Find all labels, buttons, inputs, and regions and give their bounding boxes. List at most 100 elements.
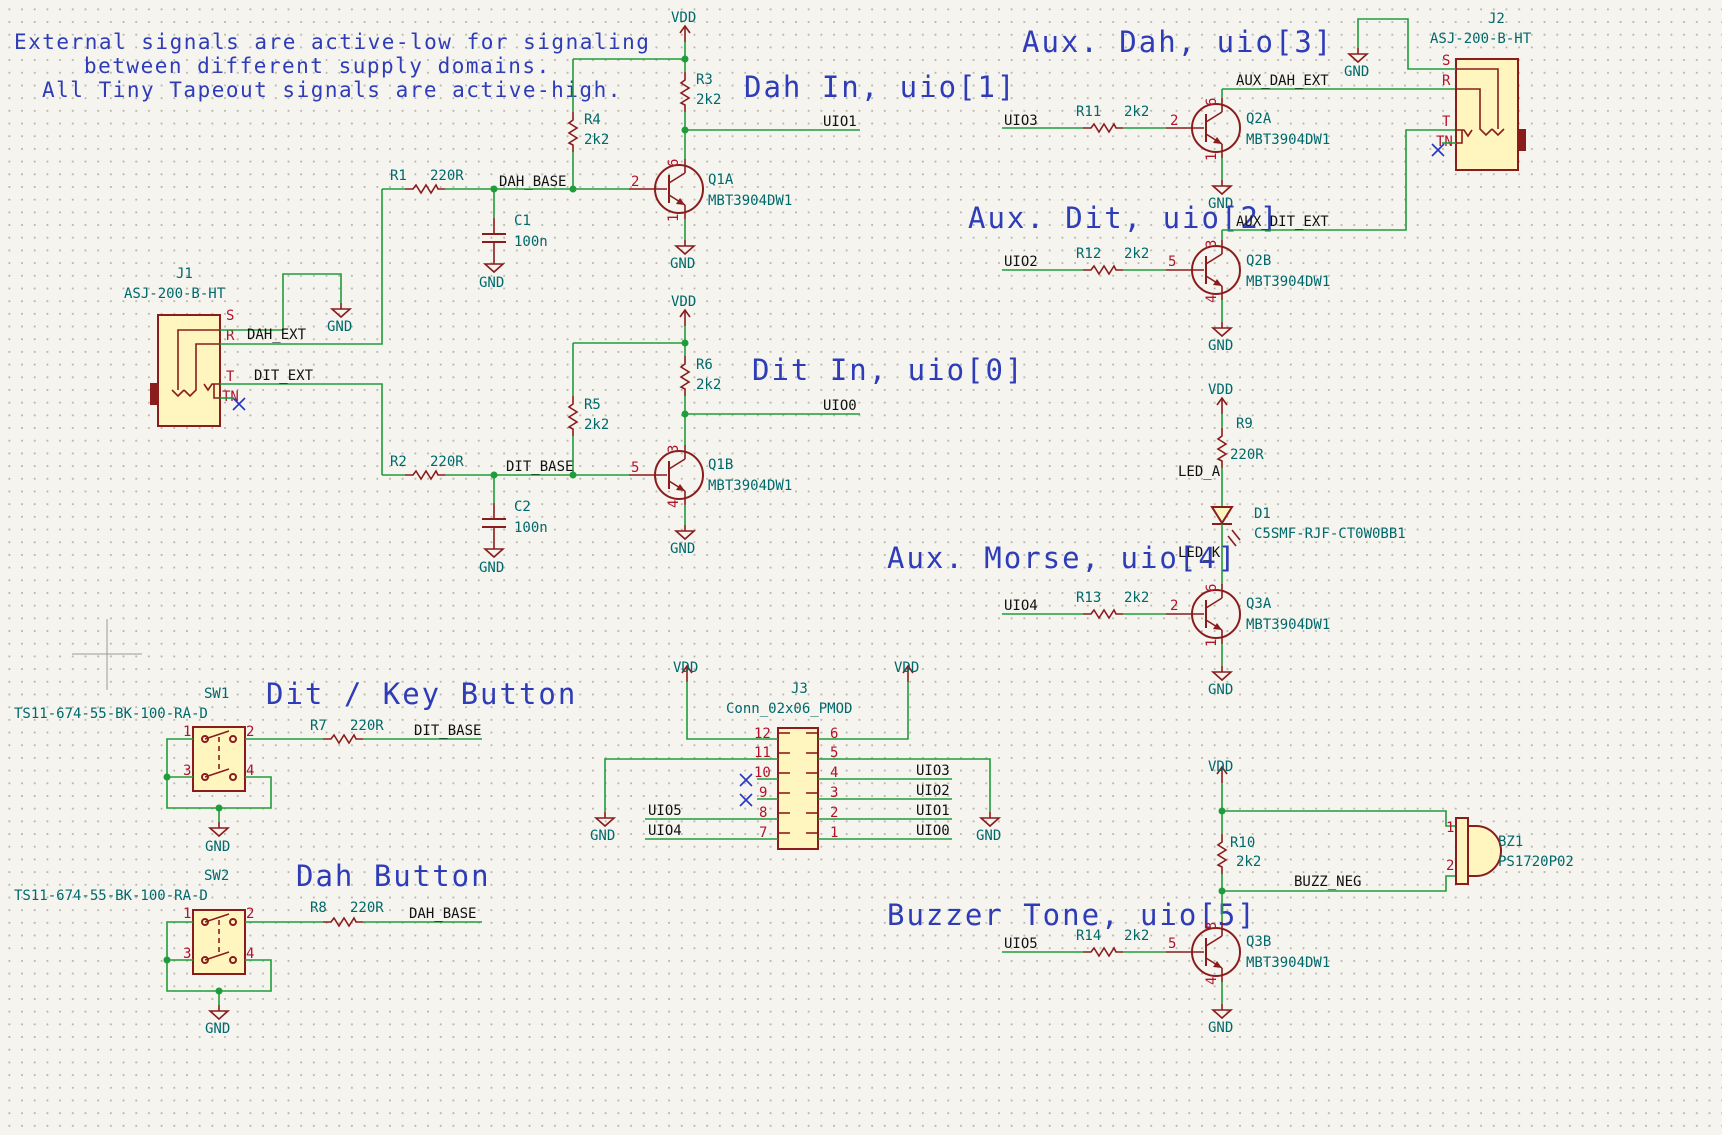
vdd-label: VDD xyxy=(1208,759,1233,775)
vdd-label: VDD xyxy=(894,660,919,676)
q1b-pin-e: 4 xyxy=(666,500,682,508)
label-dah-button: Dah Button xyxy=(296,859,491,893)
j3-pin-8: 8 xyxy=(759,805,767,821)
q1a-pin-c: 6 xyxy=(666,159,682,167)
j1-pin-r: R xyxy=(226,328,235,344)
connector-j3[interactable]: J3 Conn_02x06_PMOD 12 11 10 9 8 7 6 5 4 … xyxy=(726,681,852,850)
capacitor-c2[interactable] xyxy=(481,502,507,544)
gnd-symbol xyxy=(1212,1003,1232,1019)
transistor-q3a[interactable] xyxy=(1165,583,1241,645)
resistor-r12[interactable] xyxy=(1082,265,1124,275)
resistor-r6[interactable] xyxy=(680,355,690,397)
q1b-pin-c: 3 xyxy=(666,445,682,453)
r9-ref: R9 xyxy=(1236,416,1253,432)
j2-ref: J2 xyxy=(1488,11,1505,27)
gnd-symbol xyxy=(484,257,504,273)
resistor-r13[interactable] xyxy=(1082,609,1124,619)
q1a-value: MBT3904DW1 xyxy=(708,193,792,209)
resistor-r4[interactable] xyxy=(568,111,578,153)
sw1-value: TS11-674-55-BK-100-RA-D xyxy=(14,706,208,722)
gnd-symbol xyxy=(1348,47,1368,63)
resistor-r3[interactable] xyxy=(680,71,690,113)
r14-ref: R14 xyxy=(1076,928,1101,944)
buzzer-section: VDD R10 2k2 BUZZ_NEG 1 2 BZ1 PS1720P02 B… xyxy=(887,759,1574,1036)
r13-ref: R13 xyxy=(1076,590,1101,606)
r11-value: 2k2 xyxy=(1124,104,1149,120)
gnd-label: GND xyxy=(327,319,352,335)
vdd-symbol xyxy=(679,25,691,43)
j3-pin-12: 12 xyxy=(754,726,771,742)
j2-pin-s: S xyxy=(1442,53,1450,69)
gnd-label: GND xyxy=(1208,1020,1233,1036)
switch-sw1[interactable]: Dit / Key Button SW1 TS11-674-55-BK-100-… xyxy=(14,677,577,792)
bz1-ref: BZ1 xyxy=(1498,834,1523,850)
net-uio3: UIO3 xyxy=(1004,113,1038,129)
transistor-q1a[interactable] xyxy=(628,158,704,220)
q3a-value: MBT3904DW1 xyxy=(1246,617,1330,633)
switch-sw2[interactable]: Dah Button SW2 TS11-674-55-BK-100-RA-D 1… xyxy=(14,859,491,975)
d1-ref: D1 xyxy=(1254,506,1271,522)
j3-pin-1: 1 xyxy=(830,825,838,841)
note-line-3: All Tiny Tapeout signals are active-high… xyxy=(42,78,622,102)
q1b-pin-b: 5 xyxy=(631,460,639,476)
resistor-r8[interactable] xyxy=(322,917,364,927)
sw2-value: TS11-674-55-BK-100-RA-D xyxy=(14,888,208,904)
sw2-pin-2: 2 xyxy=(246,906,254,922)
sw1-pin-2: 2 xyxy=(246,724,254,740)
capacitor-c1[interactable] xyxy=(481,217,507,259)
gnd-label: GND xyxy=(670,541,695,557)
cursor-crosshair xyxy=(72,619,142,690)
label-dah-in: Dah In, uio[1] xyxy=(744,70,1016,104)
q3a-pin-e: 1 xyxy=(1204,639,1220,647)
sw2-pin-1: 1 xyxy=(183,906,191,922)
j2-pin-r: R xyxy=(1442,73,1451,89)
resistor-r7[interactable] xyxy=(322,734,364,744)
dit-input-section: Dit In, uio[0] VDD R5 2k2 R6 2k2 UIO0 5 … xyxy=(382,294,1022,576)
resistor-r10[interactable] xyxy=(1217,833,1227,875)
net-dah-base: DAH_BASE xyxy=(409,906,476,922)
j2-value: ASJ-200-B-HT xyxy=(1430,31,1532,47)
resistor-r14[interactable] xyxy=(1082,947,1124,957)
transistor-q2b[interactable] xyxy=(1165,239,1241,301)
r5-ref: R5 xyxy=(584,397,601,413)
j2-pin-tn: TN xyxy=(1436,134,1453,150)
j2-wiring: GND xyxy=(1344,18,1456,157)
resistor-r2[interactable] xyxy=(404,470,446,480)
q3b-value: MBT3904DW1 xyxy=(1246,955,1330,971)
gnd-label: GND xyxy=(205,839,230,855)
q3b-pin-e: 4 xyxy=(1204,977,1220,985)
net-buzz-neg: BUZZ_NEG xyxy=(1294,874,1361,890)
vdd-label: VDD xyxy=(1208,382,1233,398)
net-led-a: LED_A xyxy=(1178,464,1221,480)
note-line-1: External signals are active-low for sign… xyxy=(14,30,650,54)
r3-ref: R3 xyxy=(696,72,713,88)
sw1-pin-4: 4 xyxy=(246,763,254,779)
resistor-r5[interactable] xyxy=(568,395,578,437)
j1-pin-t: T xyxy=(226,369,235,385)
resistor-r9[interactable] xyxy=(1217,427,1227,469)
resistor-r11[interactable] xyxy=(1082,123,1124,133)
sw2-wiring: GND R8 220R DAH_BASE xyxy=(163,900,482,1037)
r2-value: 220R xyxy=(430,454,464,470)
no-connect-marker xyxy=(739,773,753,787)
transistor-q1b[interactable] xyxy=(628,444,704,506)
gnd-label: GND xyxy=(479,560,504,576)
jack-j1[interactable]: J1 ASJ-200-B-HT S R T TN xyxy=(124,266,239,427)
r2-ref: R2 xyxy=(390,454,407,470)
gnd-label: GND xyxy=(1208,682,1233,698)
q2b-pin-e: 4 xyxy=(1204,295,1220,303)
buzzer-bz1[interactable] xyxy=(1455,817,1502,885)
q3b-pin-c: 3 xyxy=(1204,922,1220,930)
resistor-r1[interactable] xyxy=(404,184,446,194)
net-uio5: UIO5 xyxy=(648,803,682,819)
jack-j2[interactable]: J2 ASJ-200-B-HT S R T TN xyxy=(1430,11,1532,171)
q3a-ref: Q3A xyxy=(1246,596,1272,612)
j3-pin-10: 10 xyxy=(754,765,771,781)
label-aux-morse: Aux. Morse, uio[4] xyxy=(887,541,1237,575)
gnd-symbol xyxy=(675,524,695,540)
c2-ref: C2 xyxy=(514,499,531,515)
vdd-label: VDD xyxy=(673,660,698,676)
net-uio4: UIO4 xyxy=(1004,598,1038,614)
switch-symbol xyxy=(192,726,246,792)
q2a-pin-b: 2 xyxy=(1170,113,1178,129)
